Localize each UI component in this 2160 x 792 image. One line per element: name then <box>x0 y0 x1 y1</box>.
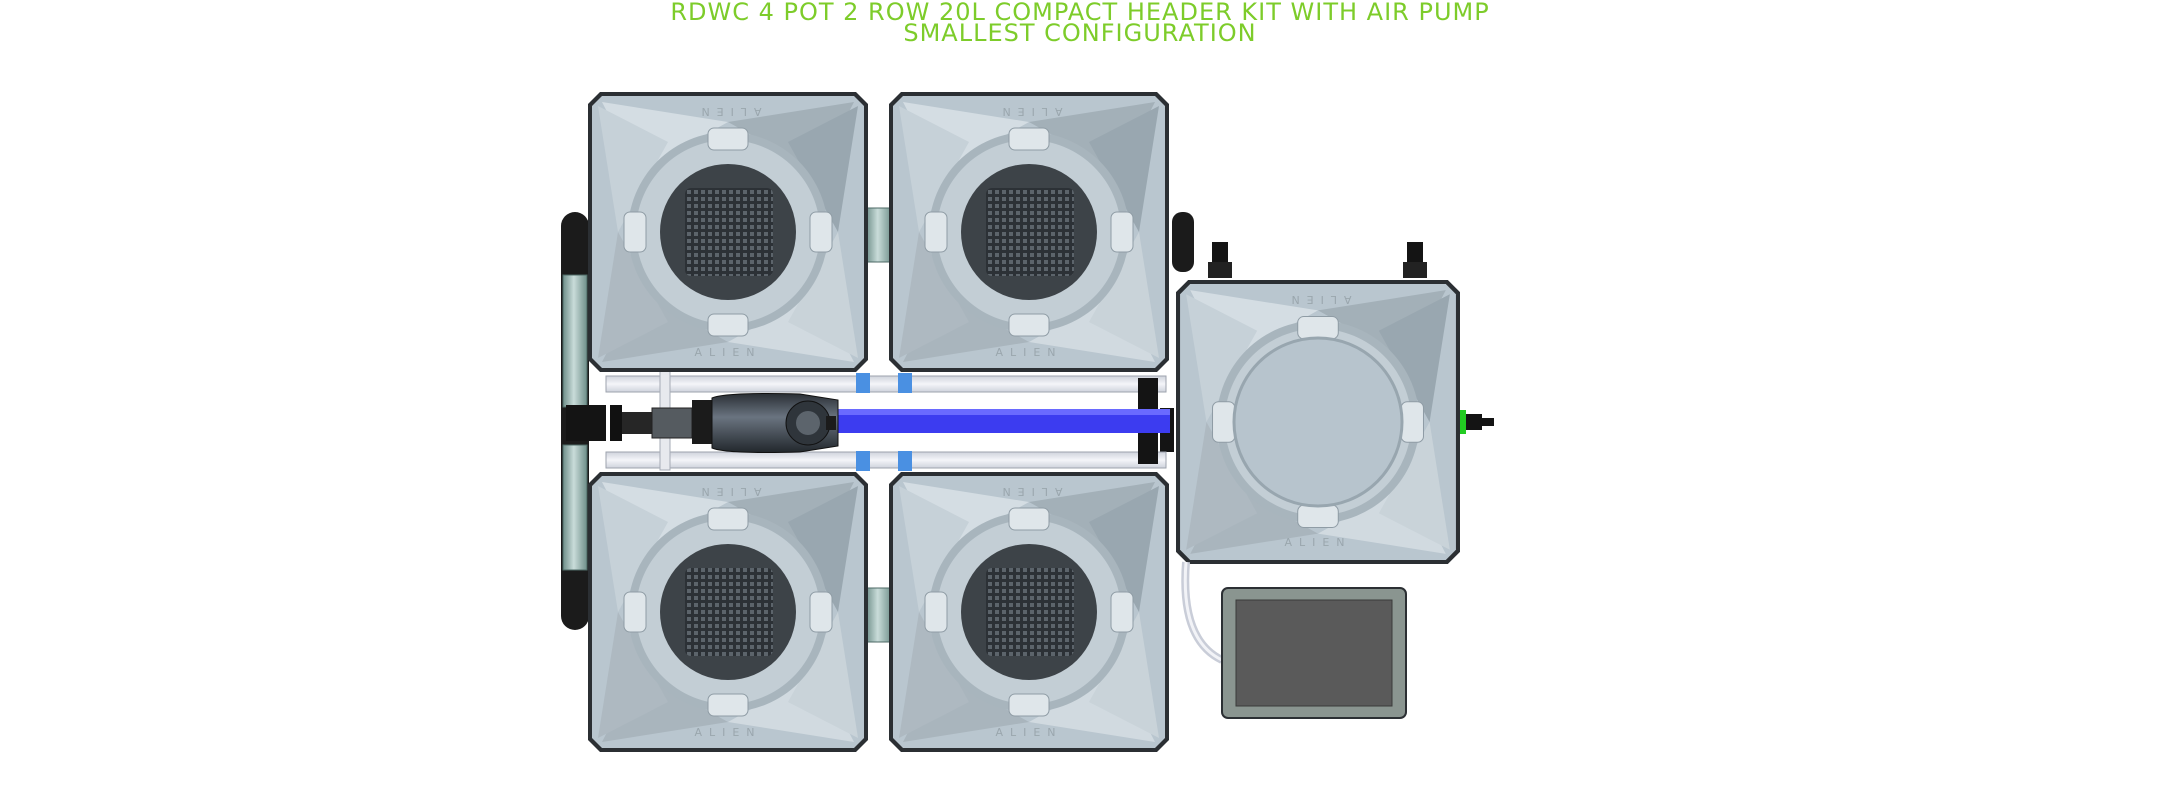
grow-pot-top-right: ALIEN ALIEN <box>889 92 1169 372</box>
brand-label: ALIEN <box>995 346 1062 359</box>
brand-label: ALIEN <box>694 485 761 498</box>
diagram-title-line1: RDWC 4 POT 2 ROW 20L COMPACT HEADER KIT … <box>670 0 1490 26</box>
bottom-pot-connector <box>865 587 893 643</box>
diagram-title-line2: SMALLEST CONFIGURATION <box>903 19 1257 47</box>
tank-lid <box>1232 336 1404 508</box>
blue-pipe-clips <box>856 373 912 471</box>
blue-hose <box>830 409 1170 433</box>
brand-label: ALIEN <box>694 105 761 118</box>
air-pump-panel <box>1235 599 1393 707</box>
grow-pot-top-left: ALIEN ALIEN <box>588 92 868 372</box>
brand-label: ALIEN <box>995 485 1062 498</box>
left-return-pipe <box>561 212 606 630</box>
control-tank: ALIEN ALIEN <box>1176 242 1494 564</box>
brand-label: ALIEN <box>995 105 1062 118</box>
brand-label: ALIEN <box>694 346 761 359</box>
net-pot <box>986 188 1074 276</box>
net-pot <box>685 188 773 276</box>
brand-label: ALIEN <box>995 726 1062 739</box>
grow-pot-bottom-right: ALIEN ALIEN <box>889 472 1169 752</box>
grow-pot-bottom-left: ALIEN ALIEN <box>588 472 868 752</box>
brand-label: ALIEN <box>1284 293 1351 306</box>
net-pot <box>986 568 1074 656</box>
brand-label: ALIEN <box>694 726 761 739</box>
net-pot <box>685 568 773 656</box>
top-pot-connector <box>865 207 893 263</box>
air-pump <box>1221 587 1407 719</box>
brand-label: ALIEN <box>1284 536 1351 549</box>
water-pump <box>610 393 839 453</box>
drain-valve <box>1460 410 1466 434</box>
